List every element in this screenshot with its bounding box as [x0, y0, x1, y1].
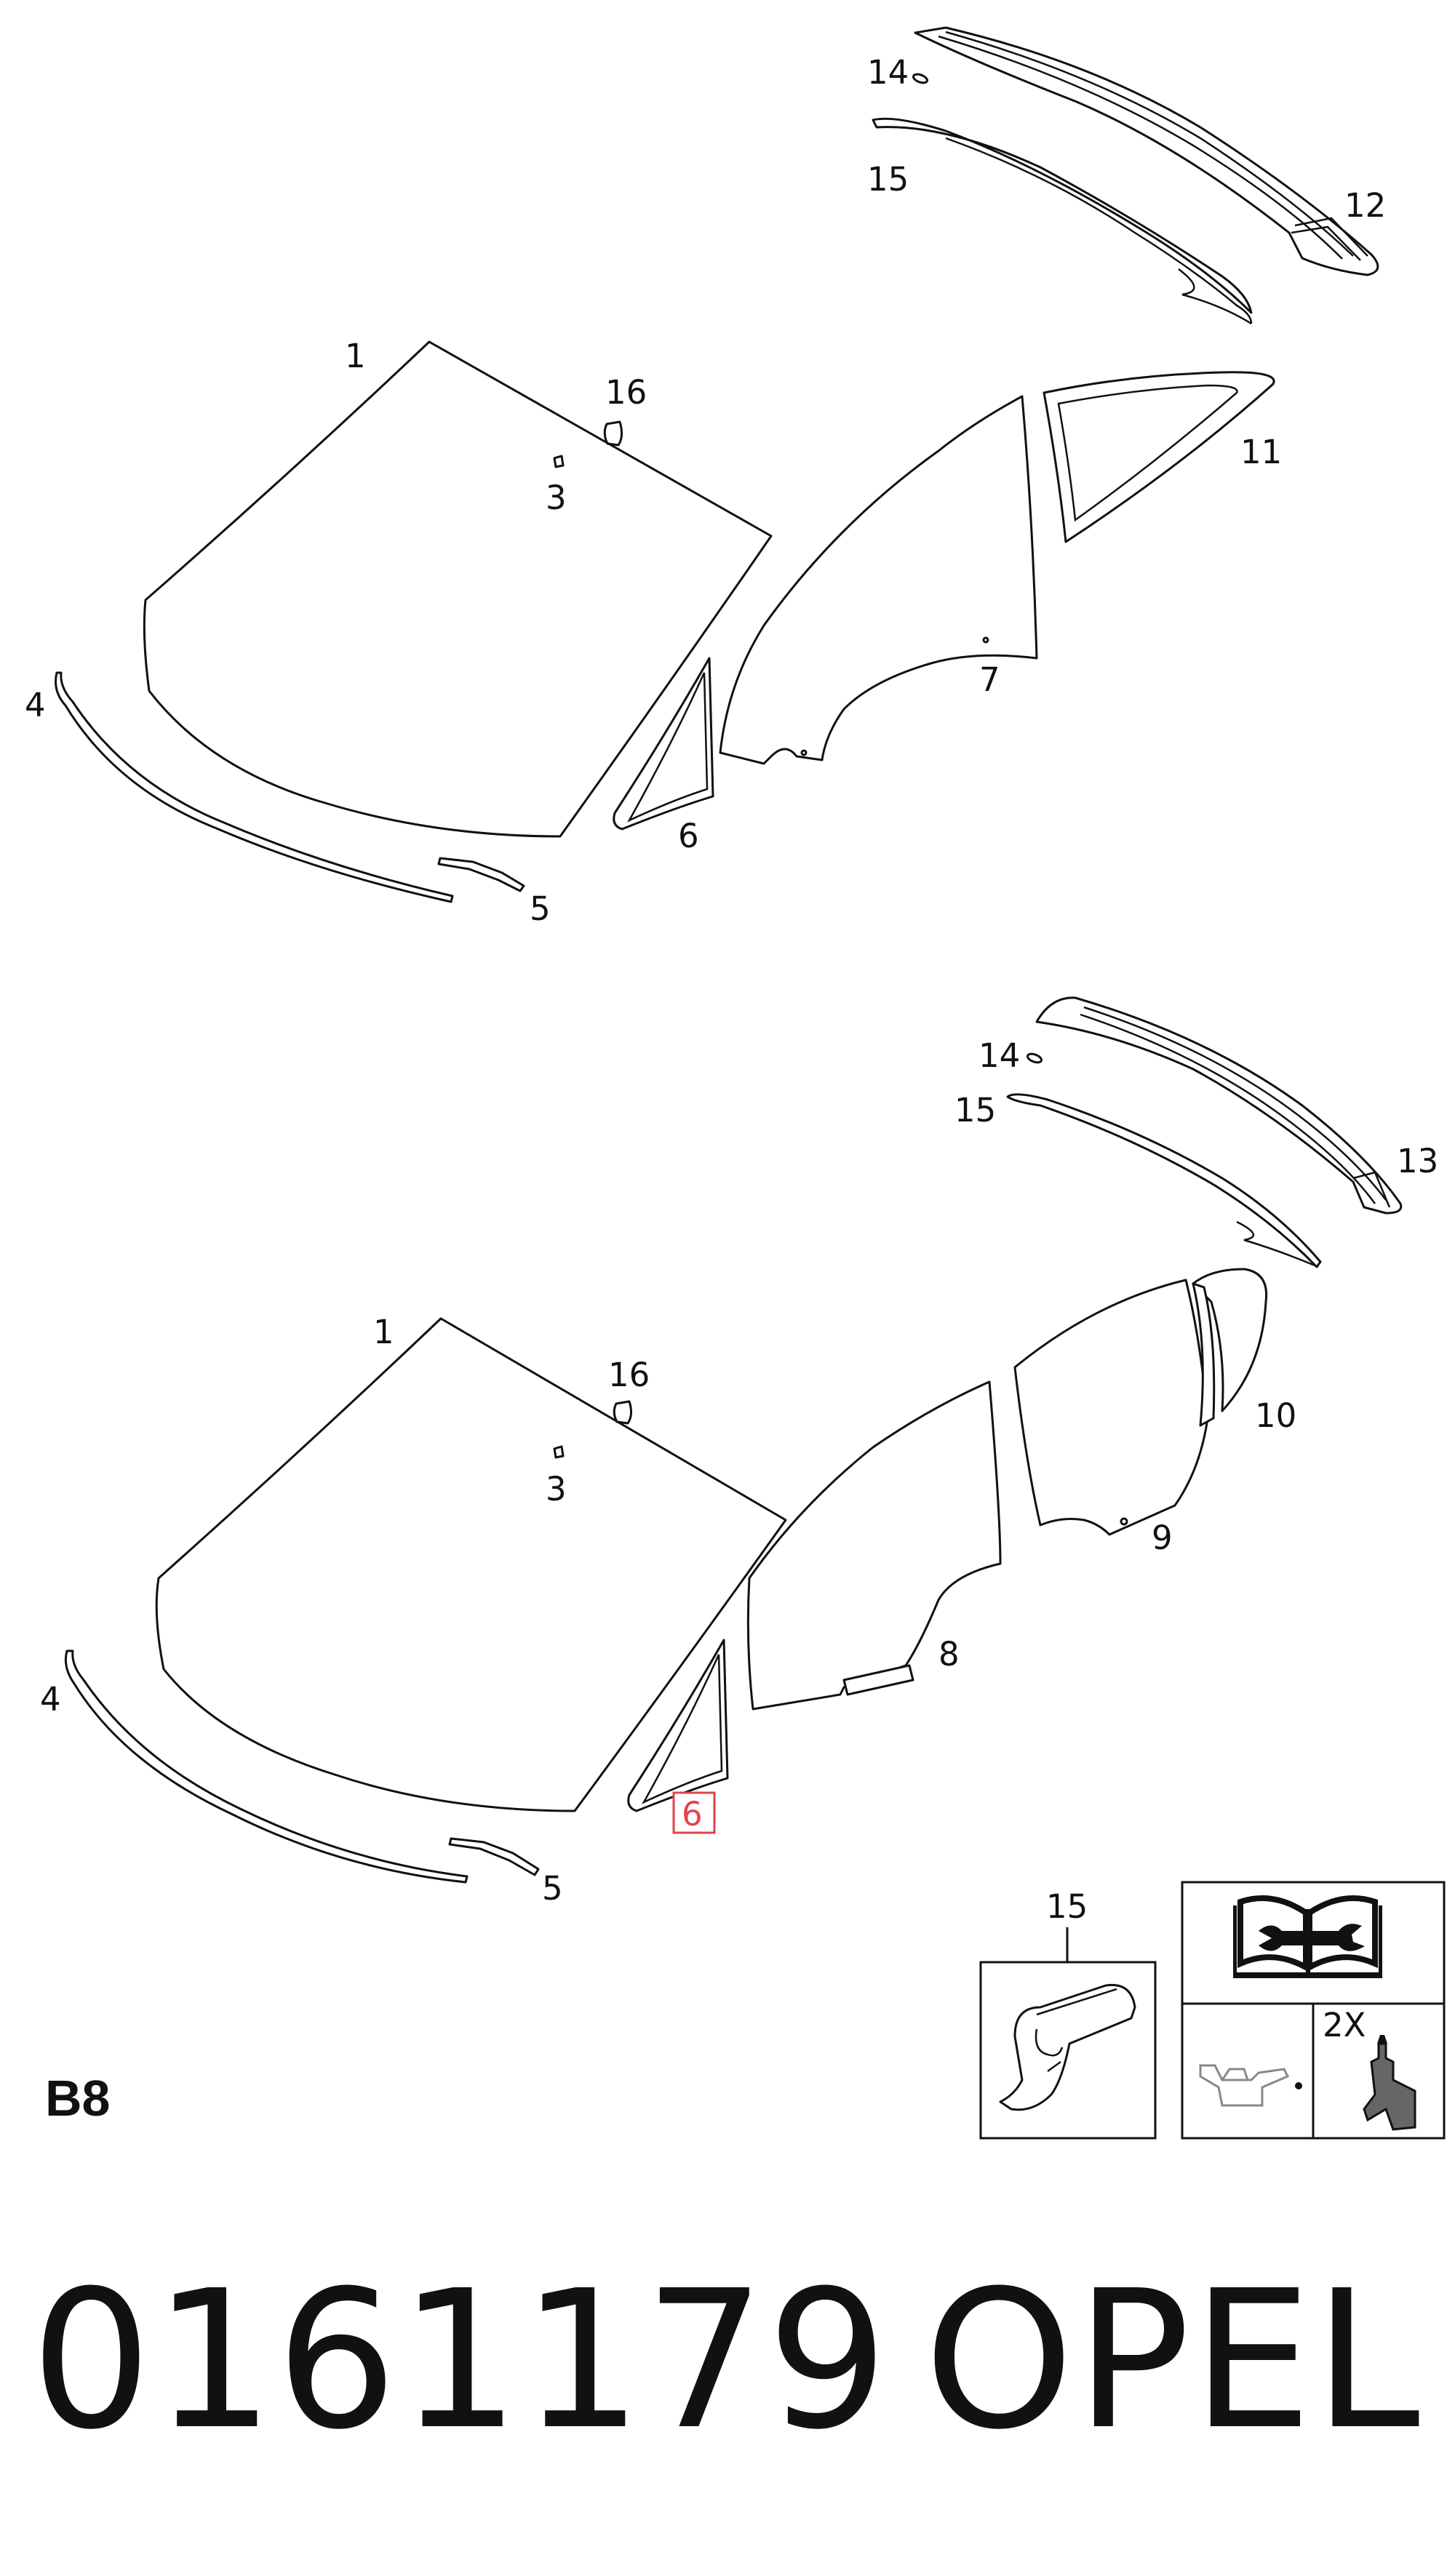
callout-9: 9 — [1152, 1519, 1173, 1557]
callout-8: 8 — [938, 1635, 960, 1673]
callout-3: 3 — [546, 479, 567, 517]
part-6-vent-window-b — [627, 1639, 729, 1812]
brand-name: OPEL — [924, 2249, 1422, 2471]
callout-6: 6 — [678, 817, 699, 855]
part-8-lift-bracket — [842, 1664, 914, 1696]
part-1-windshield — [143, 340, 773, 838]
callout-13: 13 — [1397, 1142, 1438, 1180]
callout-12: 12 — [1344, 186, 1386, 225]
top-assembly: 1 16 3 4 5 6 7 11 12 14 15 — [25, 26, 1386, 928]
part-6-vent-window — [613, 657, 714, 831]
detail-callout-15: 15 — [1046, 1887, 1088, 1926]
callout-7: 7 — [979, 660, 1000, 699]
callout-6-highlighted[interactable]: 6 — [682, 1795, 703, 1833]
callout-5-b: 5 — [542, 1869, 563, 1908]
callout-15-b: 15 — [954, 1091, 996, 1129]
oil-can-icon — [1199, 2064, 1302, 2107]
part-7-door-glass — [719, 395, 1038, 765]
callout-1-b: 1 — [373, 1313, 394, 1351]
callout-14-b: 14 — [978, 1036, 1020, 1075]
part-3-mirror-base — [553, 455, 565, 468]
multiplier-label: 2X — [1323, 2006, 1366, 2044]
callout-4-b: 4 — [40, 1680, 61, 1719]
part-3-mirror-base-b — [553, 1445, 565, 1459]
part-15-rear-seal-b — [1006, 1093, 1322, 1268]
callout-1: 1 — [345, 337, 366, 375]
callout-15: 15 — [867, 160, 909, 199]
tool-panel: 2X — [1181, 1881, 1446, 2140]
seal-detail: 15 — [979, 1887, 1157, 2140]
callout-16-b: 16 — [608, 1356, 650, 1394]
bottom-assembly: 1 16 3 4 5 6 8 9 10 13 14 15 — [40, 996, 1438, 1908]
part-1-windshield-b — [155, 1317, 787, 1812]
adhesive-bottle-icon — [1363, 2035, 1416, 2131]
part-16-sensor-pad — [603, 420, 623, 447]
part-5-trim — [437, 857, 525, 892]
part-16-sensor-pad-b — [613, 1400, 633, 1425]
callout-14: 14 — [867, 53, 909, 92]
part-14-clip-b — [1026, 1052, 1043, 1064]
part-15-rear-seal — [872, 117, 1253, 314]
seal-profile-icon — [999, 1983, 1136, 2111]
highlight-box — [672, 1791, 716, 1834]
callout-10: 10 — [1255, 1396, 1296, 1435]
callout-5: 5 — [530, 889, 551, 928]
callout-4: 4 — [25, 686, 46, 724]
part-number: 0161179 — [31, 2249, 890, 2471]
part-4-windshield-seal — [55, 671, 454, 903]
part-9-rear-door-glass — [1013, 1279, 1209, 1536]
part-10-fixed-quarter-glass — [1192, 1268, 1268, 1412]
part-13-rear-window — [1035, 996, 1403, 1215]
wrench-icon — [1259, 1924, 1365, 1951]
part-12-rear-window — [914, 26, 1379, 276]
part-4-windshield-seal-b — [64, 1649, 469, 1884]
callout-16: 16 — [605, 373, 647, 412]
callout-3-b: 3 — [546, 1470, 567, 1508]
part-14-clip — [912, 73, 929, 84]
section-code: B8 — [45, 2070, 111, 2127]
callout-11: 11 — [1240, 433, 1282, 471]
part-8-front-door-glass — [746, 1380, 1002, 1711]
part-5-trim-b — [448, 1837, 540, 1876]
